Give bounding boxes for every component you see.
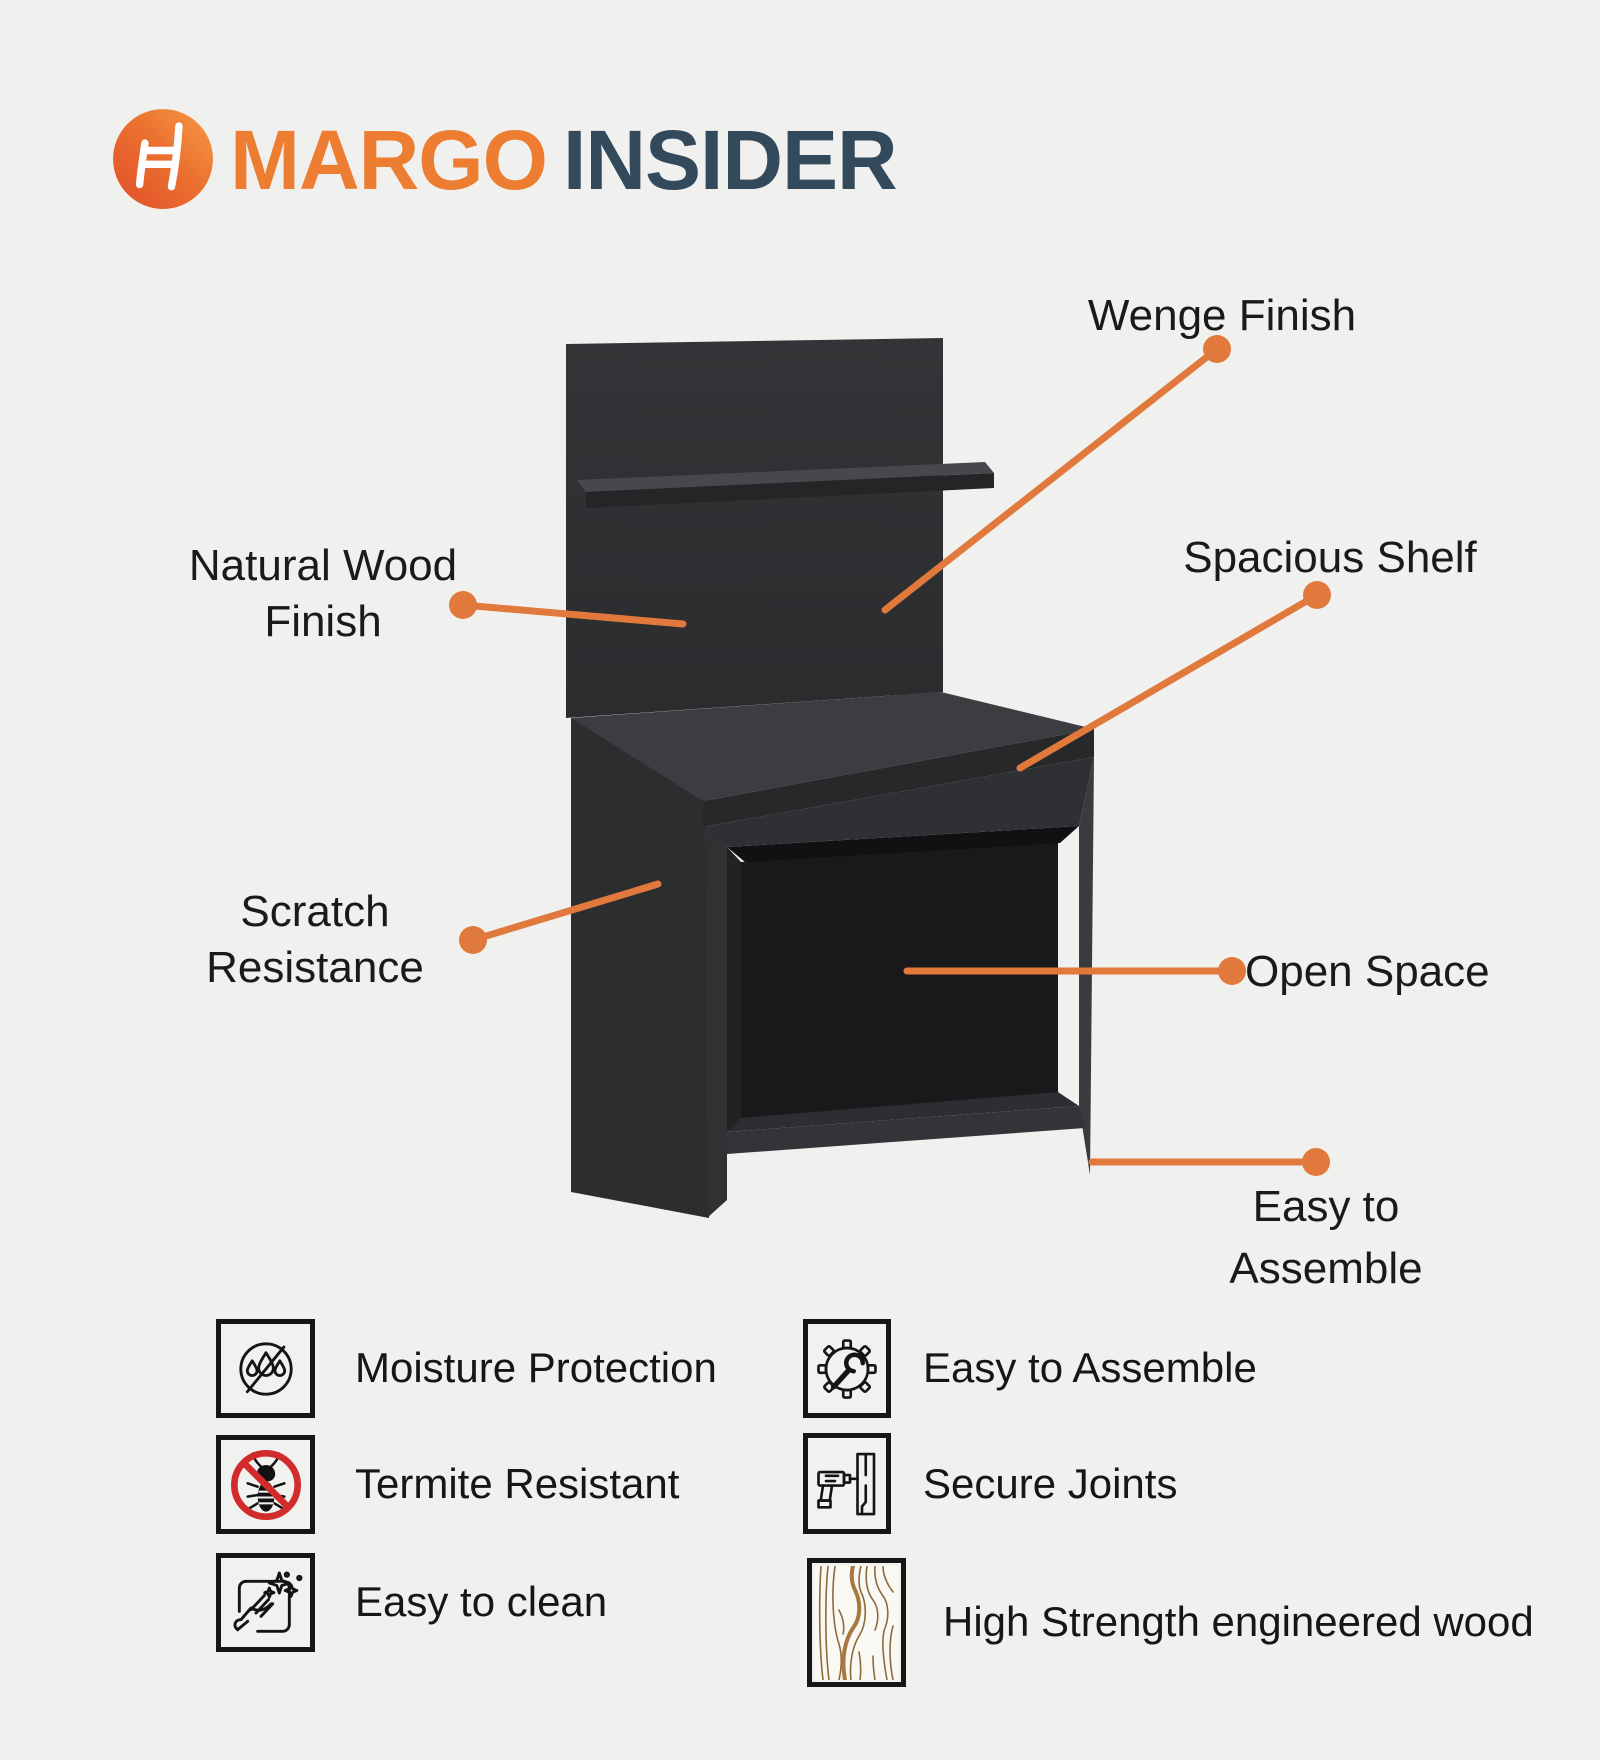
callout-label: Open Space [1245,947,1490,996]
feature-label-clean: Easy to clean [355,1578,608,1625]
natural-wood-dot [449,591,477,619]
feature-box-termite [216,1435,315,1534]
feature-box-wood [807,1558,906,1687]
open-space-dot [1218,957,1246,985]
callout-natural-wood-finish: Natural Wood Finish [163,538,483,650]
easy-assemble-dot [1302,1148,1330,1176]
moisture-protection-icon [238,1341,293,1396]
callout-label-line1: Natural Wood [188,541,458,590]
spacious-shelf-line [1016,591,1321,772]
feature-box-joints [803,1433,891,1534]
feature-label-joints: Secure Joints [923,1460,1178,1507]
feature-label-wood: High Strength engineered wood [943,1598,1534,1645]
feature-box-moisture [216,1319,315,1418]
cube-left-stile [705,827,727,1218]
easy-assemble-icon [817,1338,877,1399]
callout-label-line2: Assemble [1229,1244,1423,1293]
callout-lines [459,345,1321,1166]
brand-logo-chair-icon [113,109,213,209]
cube-interior-floor [727,1092,1079,1132]
wenge-finish-line [881,345,1221,614]
left-side-panel [571,718,709,1218]
callout-label: Spacious Shelf [1183,533,1477,582]
termite-resistant-icon [230,1449,301,1520]
natural-wood-line [459,601,687,628]
callout-open-space: Open Space [1245,944,1585,1000]
cube-right-stile [1079,757,1094,1175]
feature-label-assemble: Easy to Assemble [923,1344,1257,1391]
tabletop-front-edge [703,729,1094,827]
callout-label-line2: Resistance [206,943,424,992]
feature-box-clean [216,1553,315,1652]
cube-interior-left [727,847,741,1132]
callout-label: Wenge Finish [1087,291,1357,340]
callout-label-line2: Finish [264,597,382,646]
callout-wenge-finish: Wenge Finish [1072,288,1372,344]
scratch-resistance-dot [459,926,487,954]
callout-dots [449,335,1331,1176]
scratch-resistance-line [469,880,662,944]
easy-clean-icon [233,1571,302,1633]
cube-interior-back [741,840,1058,1120]
spacious-shelf-dot [1303,581,1331,609]
wenge-finish-dot [1203,335,1231,363]
callout-label-line1: Easy to [1252,1182,1400,1231]
shelf-top [577,462,994,492]
feature-box-assemble [803,1319,891,1418]
cube-bottom-rail [727,1106,1085,1154]
feature-label-termite: Termite Resistant [355,1460,680,1507]
back-panel [566,338,943,718]
callout-easy-to-assemble: Easy to Assemble [1176,1176,1476,1300]
brand-word-insider: INSIDER [562,113,898,207]
cube-top-rail [703,757,1094,847]
callout-scratch-resistance: Scratch Resistance [165,884,465,996]
feature-label-moisture: Moisture Protection [355,1344,717,1391]
cube-interior-top [727,826,1079,862]
engineered-wood-icon [814,1565,899,1680]
callout-label-line1: Scratch [240,887,390,936]
shelf-front [586,473,994,508]
nightstand-render [566,338,1094,1218]
secure-joints-icon [817,1452,876,1515]
brand-word-margo: MARGO [230,113,548,207]
tabletop-surface [571,692,1094,801]
callout-spacious-shelf: Spacious Shelf [1165,530,1495,586]
